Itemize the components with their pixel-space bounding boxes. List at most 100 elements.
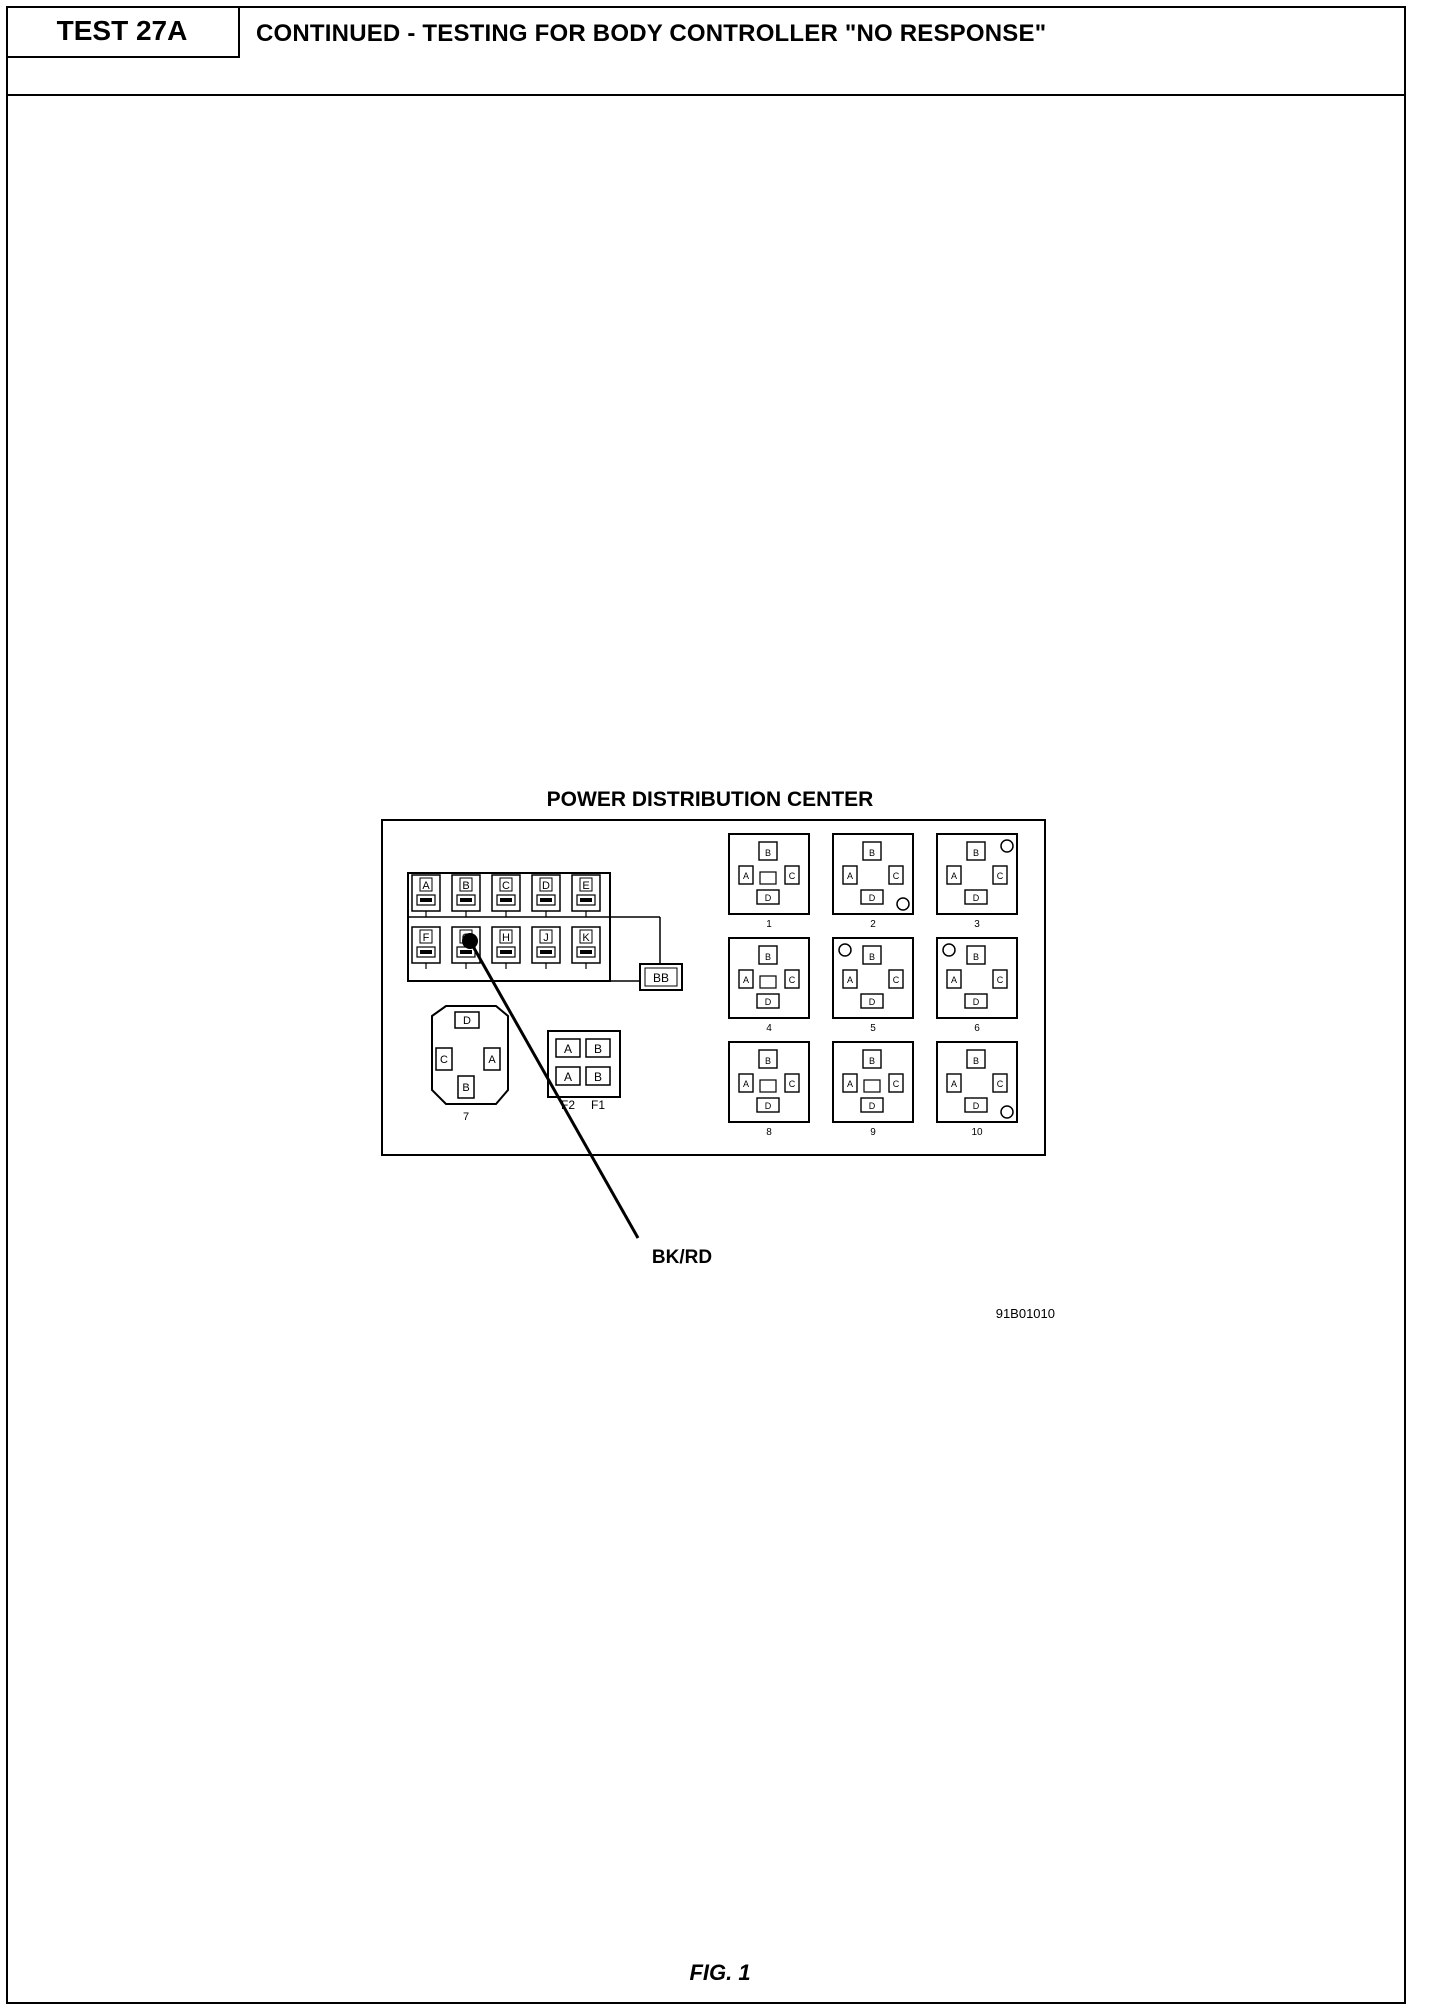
relay-pin-label: B [765, 1056, 771, 1066]
fuse-bus-wire [640, 917, 661, 969]
relay-pin-label: A [951, 975, 957, 985]
relay-pin-label: C [997, 871, 1004, 881]
fuse-label: D [542, 880, 550, 892]
relay-pin [758, 1049, 778, 1069]
fuse-label: C [502, 880, 510, 892]
connector-7-pin-b: B [462, 1082, 469, 1094]
fuse-label: J [543, 932, 549, 944]
relay-pin-label: C [789, 975, 796, 985]
relay-marker [942, 943, 956, 957]
fuse-blade [416, 894, 436, 906]
relay-pin-label: A [847, 975, 853, 985]
fuse-element [420, 898, 432, 902]
relay-pin [862, 1049, 882, 1069]
relay-pin [946, 969, 962, 989]
relay-pin [756, 889, 780, 905]
relay-pin [842, 865, 858, 885]
fuse-letter-box [419, 877, 433, 892]
fuse-element [580, 898, 592, 902]
relay-pin [946, 1073, 962, 1093]
fuse-element [580, 950, 592, 954]
relay-outline [832, 1041, 914, 1123]
connector-7-pin-a: A [488, 1054, 496, 1066]
fuse-element [500, 898, 512, 902]
relay-pin [992, 1073, 1008, 1093]
relay-pin-label: C [997, 975, 1004, 985]
relay-pin-label: B [869, 848, 875, 858]
relay-pin [738, 1073, 754, 1093]
fuse-block-pin-b-bottom: B [594, 1070, 602, 1084]
fuse-block-outline [547, 1030, 621, 1098]
fuse-blade [576, 894, 596, 906]
relay-pin-label: D [973, 893, 980, 903]
relay-pin [756, 993, 780, 1009]
relay-pin [842, 1073, 858, 1093]
relay-pin-label: B [765, 952, 771, 962]
fuse-letter-box [459, 877, 473, 892]
relay-outline [832, 833, 914, 915]
relay-pin [888, 969, 904, 989]
relay-pin [758, 841, 778, 861]
fuse-label: B [462, 880, 469, 892]
relay-marker [1000, 839, 1014, 853]
relay-pin-label: D [765, 893, 772, 903]
relay-center-slot [759, 1079, 777, 1093]
relay-pin-label: C [893, 871, 900, 881]
test-number: TEST 27A [6, 6, 240, 58]
fuse-block-pin-a-top: A [564, 1042, 572, 1056]
fuse-element [540, 898, 552, 902]
relay-pin [862, 945, 882, 965]
relay-pin-label: D [973, 997, 980, 1007]
relay-pin [888, 1073, 904, 1093]
relay-pin [860, 889, 884, 905]
relay-pin-label: B [973, 1056, 979, 1066]
connector-7-pin-c: C [440, 1054, 448, 1066]
relay-outline [832, 937, 914, 1019]
relay-pin-label: D [765, 997, 772, 1007]
relay-center-slot [863, 1079, 881, 1093]
fuse-blade [456, 894, 476, 906]
relay-pin-label: B [765, 848, 771, 858]
wire-label-bk-rd: BK/RD [652, 1247, 712, 1268]
figure-caption: FIG. 1 [689, 1960, 751, 1985]
relay-pin-label: B [973, 848, 979, 858]
relay-pin-label: C [789, 871, 796, 881]
fuse-block-pin-a-bottom: A [564, 1070, 572, 1084]
relay-pin [964, 1097, 988, 1113]
fuse-element [460, 950, 472, 954]
relay-number: 4 [766, 1023, 772, 1034]
relay-pin [992, 969, 1008, 989]
relay-pin-label: B [973, 952, 979, 962]
relay-pin-label: C [893, 975, 900, 985]
fuse-label: H [502, 932, 510, 944]
fuse-label: A [422, 880, 430, 892]
fuse-letter-box [419, 929, 433, 944]
relay-number: 1 [766, 919, 772, 930]
relay-pin-label: B [869, 952, 875, 962]
relay-pin-label: C [789, 1079, 796, 1089]
relay-pin-label: D [765, 1101, 772, 1111]
fuse-letter-box [499, 877, 513, 892]
relay-pin [756, 1097, 780, 1113]
fuse-blade [496, 946, 516, 958]
relay-center-slot [759, 871, 777, 885]
page-header: TEST 27A CONTINUED - TESTING FOR BODY CO… [6, 6, 1406, 96]
relay-pin-label: A [743, 1079, 749, 1089]
relay-pin [888, 865, 904, 885]
relay-outline [936, 1041, 1018, 1123]
relay-pin [784, 969, 800, 989]
fuse-letter-box [579, 929, 593, 944]
fuse-blade [496, 894, 516, 906]
fuse-label: F [423, 932, 430, 944]
fuse-letter-box [539, 877, 553, 892]
